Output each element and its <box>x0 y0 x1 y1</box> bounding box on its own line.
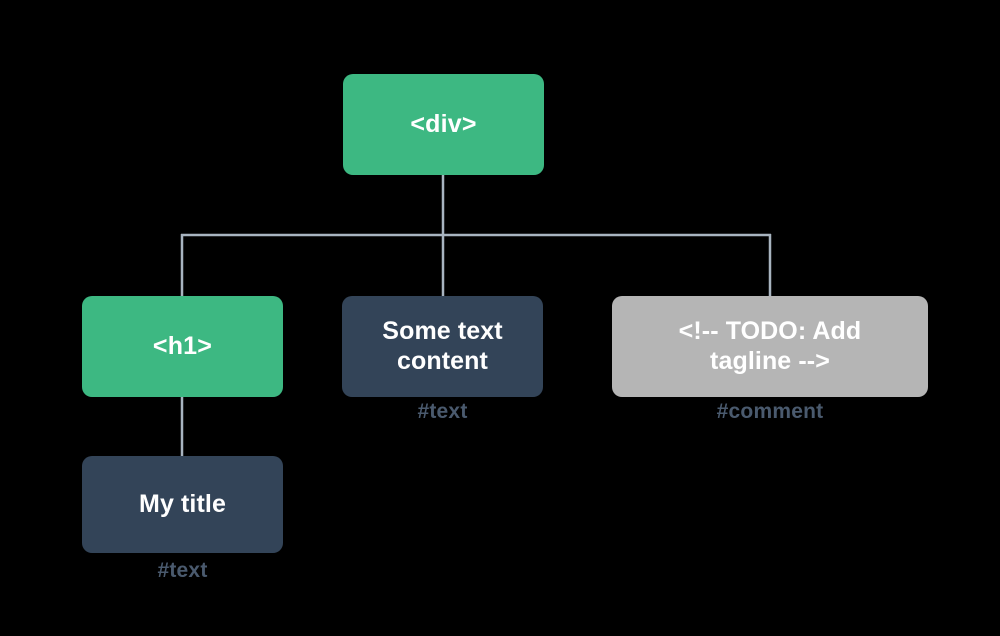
node-some-text[interactable]: Some text content <box>342 296 543 397</box>
node-some-text-label: Some text content <box>382 317 503 375</box>
caption-my-title: #text <box>157 559 208 582</box>
node-h1[interactable]: <h1> <box>82 296 283 397</box>
caption-comment: #comment <box>716 400 824 423</box>
node-comment[interactable]: <!-- TODO: Add tagline --> <box>612 296 928 397</box>
node-h1-label: <h1> <box>152 331 213 360</box>
node-my-title[interactable]: My title <box>82 456 283 553</box>
node-comment-label: <!-- TODO: Add tagline --> <box>678 317 862 375</box>
caption-some-text: #text <box>417 400 468 423</box>
node-my-title-label: My title <box>139 489 226 518</box>
node-div[interactable]: <div> <box>343 74 544 175</box>
node-div-label: <div> <box>410 109 477 138</box>
